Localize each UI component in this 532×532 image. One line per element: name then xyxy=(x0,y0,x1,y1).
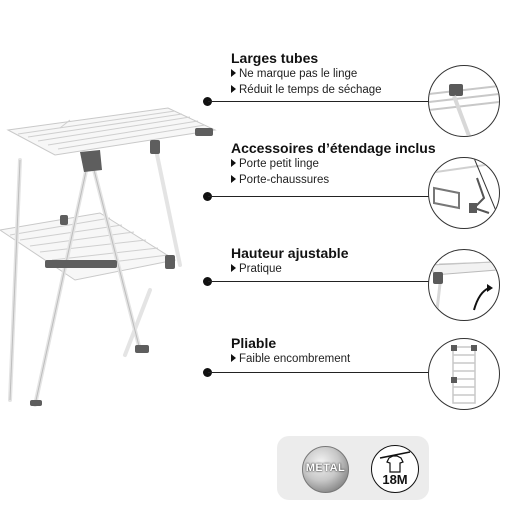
feature-title: Pliable xyxy=(231,335,277,351)
accessories-image xyxy=(428,157,500,229)
age-badge: 18M xyxy=(371,445,419,493)
height-adjust-arrow-icon xyxy=(430,261,498,311)
feature-bullet: Pratique xyxy=(231,263,282,275)
feature-foldable: Pliable Faible encombrement xyxy=(200,335,500,380)
accessories-icon xyxy=(429,158,499,219)
feature-large-tubes: Larges tubes Ne marque pas le linge Rédu… xyxy=(200,50,500,110)
folded-rack-icon xyxy=(451,345,477,404)
feature-title: Accessoires d’étendage inclus xyxy=(231,140,436,156)
connector-dot xyxy=(203,368,212,377)
connector-line xyxy=(208,281,430,282)
connector-line xyxy=(208,101,430,102)
feature-title: Larges tubes xyxy=(231,50,319,66)
bullet-arrow-icon xyxy=(231,263,236,272)
feature-bullet: Porte-chaussures xyxy=(231,174,329,186)
tube-closeup-image xyxy=(428,65,500,137)
connector-line xyxy=(208,196,430,197)
connector-dot xyxy=(203,97,212,106)
metal-badge-label: METAL xyxy=(305,462,346,474)
feature-accessories: Accessoires d’étendage inclus Porte peti… xyxy=(200,140,500,201)
tube-closeup-icon xyxy=(429,84,499,136)
height-adjust-image xyxy=(428,249,500,321)
bullet-arrow-icon xyxy=(231,174,236,183)
connector-dot xyxy=(203,277,212,286)
feature-adjustable-height: Hauteur ajustable Pratique xyxy=(200,245,500,290)
feature-bullet: Ne marque pas le linge xyxy=(231,68,357,80)
feature-bullet: Porte petit linge xyxy=(231,158,319,170)
feature-bullet: Réduit le temps de séchage xyxy=(231,84,382,96)
age-badge-label: 18M xyxy=(382,472,408,487)
connector-dot xyxy=(203,192,212,201)
metal-badge: METAL xyxy=(302,446,349,493)
badge-panel: METAL 18M xyxy=(277,436,429,500)
feature-bullet: Faible encombrement xyxy=(231,353,350,365)
folded-rack-image xyxy=(428,338,500,410)
bullet-arrow-icon xyxy=(231,158,236,167)
connector-line xyxy=(208,372,430,373)
clothes-hanger-icon xyxy=(379,451,411,473)
bullet-arrow-icon xyxy=(231,353,236,362)
bullet-arrow-icon xyxy=(231,68,236,77)
bullet-arrow-icon xyxy=(231,84,236,93)
drying-rack-illustration xyxy=(0,107,217,407)
feature-title: Hauteur ajustable xyxy=(231,245,349,261)
